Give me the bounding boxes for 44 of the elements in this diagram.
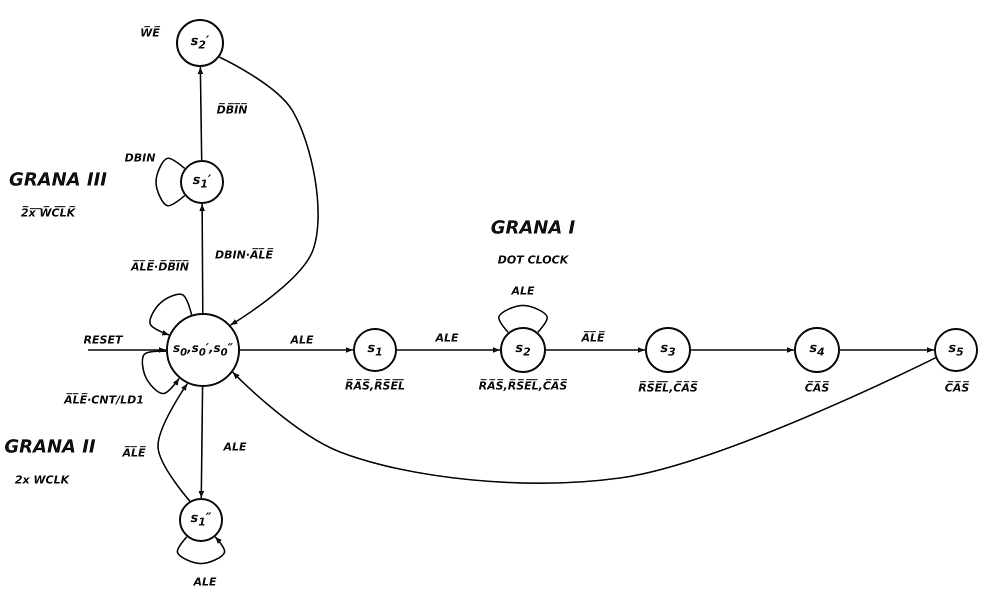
clock-source-label: DOT CLOCK: [498, 252, 568, 268]
arrow: [88, 347, 166, 353]
state-circle: [794, 327, 840, 373]
state-circle: [353, 328, 397, 372]
state-circle: [500, 327, 546, 373]
arrow: [157, 383, 190, 502]
output-signal: C̅A̅S̅: [804, 380, 830, 396]
arrow: [142, 350, 180, 394]
state-name: s$_{3}$: [660, 341, 676, 359]
output-signal: R̅S̅E̅L̅,C̅A̅S̅: [638, 380, 698, 396]
state-name: s$_{5}$: [948, 341, 964, 359]
clock-source-label: 2̅x̅ ̅W̅C̅L̅K̅: [20, 205, 76, 221]
clock-domain-title: GRANA I: [490, 216, 576, 240]
arrow: [149, 293, 192, 336]
output-signal: W̅E̅: [140, 25, 160, 41]
state-name: s$_{0}$,s$_{0}$′,s$_{0}$″: [172, 341, 233, 359]
arrow: [198, 386, 204, 498]
clock-domain-title: GRANA II: [4, 435, 96, 460]
output-signal: R̅A̅S̅,R̅S̅E̅L̅,C̅A̅S̅: [478, 378, 568, 394]
state-circle: [179, 498, 223, 542]
state-name: s$_{1}$″: [190, 511, 212, 529]
arrow: [397, 347, 500, 353]
clock-domain-title: GRANA III: [9, 168, 107, 192]
arrow: [240, 347, 353, 353]
output-signal: C̅A̅S̅: [944, 380, 970, 396]
state-name: s$_{4}$: [809, 341, 825, 359]
arrow: [546, 347, 645, 353]
state-circle: [180, 160, 224, 204]
arrow: [232, 357, 936, 484]
arrow: [219, 56, 319, 326]
state-circle: [176, 19, 224, 67]
arrow: [198, 66, 204, 160]
arrow: [840, 347, 934, 353]
arrow: [176, 536, 226, 564]
arrow: [199, 204, 205, 313]
state-circle: [934, 328, 978, 372]
state-circle: [645, 327, 691, 373]
arrow: [691, 347, 794, 353]
state-name: s$_{1}$′: [192, 173, 212, 191]
state-name: s$_{1}$: [367, 341, 383, 359]
clock-source-label: 2x WCLK: [14, 472, 70, 488]
state-name: s$_{2}$: [515, 341, 531, 359]
state-name: s$_{2}$′: [190, 34, 210, 52]
output-signal: R̅A̅S̅,R̅S̅E̅L̅: [345, 378, 405, 394]
